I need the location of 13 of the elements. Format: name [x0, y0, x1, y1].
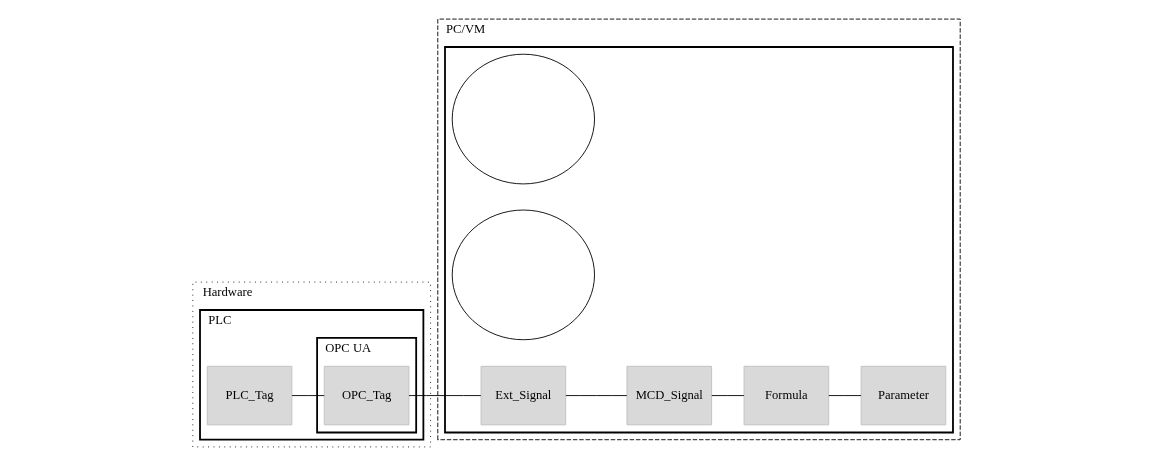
node-box: PLC_Tag — [206, 365, 293, 426]
node-box: MCD_Signal — [626, 365, 713, 426]
connector — [828, 395, 862, 396]
node-box: Formula — [743, 365, 830, 426]
connector — [711, 395, 745, 396]
node-circle — [451, 209, 595, 341]
node-circle — [451, 53, 595, 185]
node-box: Parameter — [860, 365, 947, 426]
node-box: OPC_Tag — [323, 365, 410, 426]
connector — [565, 395, 628, 396]
connector — [291, 395, 325, 396]
node-box: Ext_Signal — [480, 365, 567, 426]
connector — [408, 395, 482, 396]
